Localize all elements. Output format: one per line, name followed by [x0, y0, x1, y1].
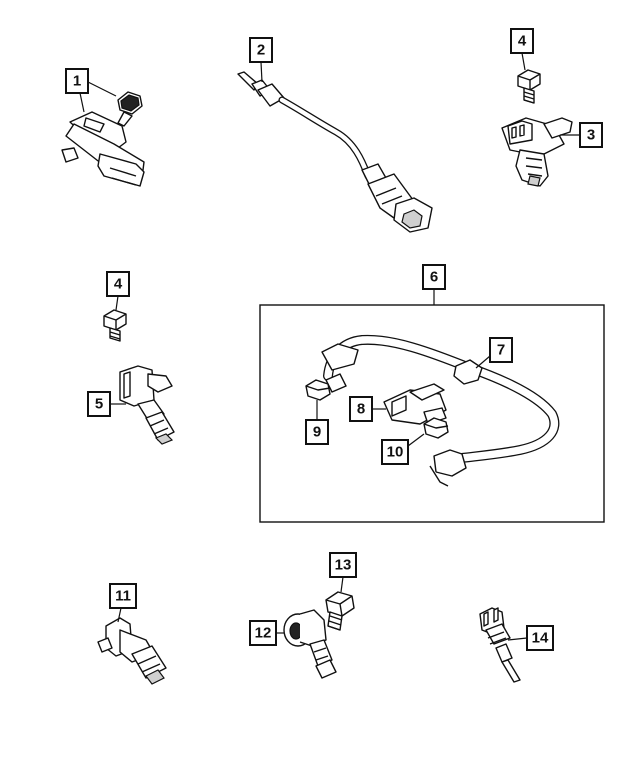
hose-icon	[321, 334, 560, 487]
callout-3-label: 3	[587, 127, 595, 144]
cap-icon	[305, 379, 331, 401]
part-11-position-sensor[interactable]	[97, 617, 167, 685]
callout-2: 2	[249, 37, 273, 83]
callout-13: 13	[329, 552, 357, 593]
bolt-icon	[103, 309, 127, 342]
position-sensor-icon	[97, 617, 167, 685]
callout-2-label: 2	[257, 42, 265, 59]
callout-12-label: 12	[255, 625, 272, 642]
part-6-hose-assembly-group[interactable]	[259, 304, 605, 523]
callout-8: 8	[349, 396, 386, 422]
callout-4-top: 4	[510, 28, 534, 71]
callout-10-label: 10	[387, 444, 404, 461]
cap-icon	[423, 417, 449, 439]
hose-assembly-group-icon	[305, 334, 560, 487]
screw-icon	[117, 91, 143, 127]
pressure-sensor-icon	[383, 383, 447, 425]
callout-1-label: 1	[73, 73, 81, 90]
part-13-bolt[interactable]	[325, 591, 355, 631]
callout-1: 1	[65, 68, 117, 113]
callout-14: 14	[507, 625, 554, 651]
callout-10: 10	[381, 433, 425, 465]
part-4-bolt-left[interactable]	[103, 309, 127, 342]
callout-9-label: 9	[313, 424, 321, 441]
callout-11-label: 11	[115, 588, 131, 605]
callout-6: 6	[422, 264, 446, 305]
map-sensor-icon	[61, 111, 145, 187]
callout-12: 12	[249, 620, 284, 646]
callout-4-top-label: 4	[518, 33, 527, 50]
bolt-icon	[325, 591, 355, 631]
part-14-temperature-sensor[interactable]	[479, 607, 521, 683]
callout-4-left-label: 4	[114, 276, 123, 293]
callout-13-label: 13	[335, 557, 352, 574]
part-3-map-sensor[interactable]	[501, 117, 573, 187]
group-frame	[259, 304, 605, 523]
map-sensor-icon	[501, 117, 573, 187]
callout-7-label: 7	[497, 342, 505, 359]
part-2-temperature-sensor-harness[interactable]	[237, 71, 433, 233]
callout-4-left: 4	[106, 271, 130, 311]
callout-14-label: 14	[532, 630, 549, 647]
callout-8-label: 8	[357, 401, 365, 418]
callout-11: 11	[109, 583, 137, 623]
temperature-sensor-icon	[479, 607, 521, 683]
callout-5: 5	[87, 391, 126, 417]
bolt-icon	[517, 69, 541, 104]
part-4-bolt-top[interactable]	[517, 69, 541, 104]
callout-6-label: 6	[430, 269, 438, 286]
callout-7: 7	[475, 337, 513, 369]
temperature-sensor-harness-icon	[237, 71, 433, 233]
knock-sensor-icon	[283, 609, 337, 679]
callout-5-label: 5	[95, 396, 103, 413]
callout-9: 9	[305, 400, 329, 445]
part-12-knock-sensor[interactable]	[283, 609, 337, 679]
callout-3: 3	[560, 122, 603, 148]
position-sensor-icon	[119, 365, 175, 445]
part-1-map-sensor[interactable]	[61, 91, 145, 187]
part-5-position-sensor[interactable]	[119, 365, 175, 445]
